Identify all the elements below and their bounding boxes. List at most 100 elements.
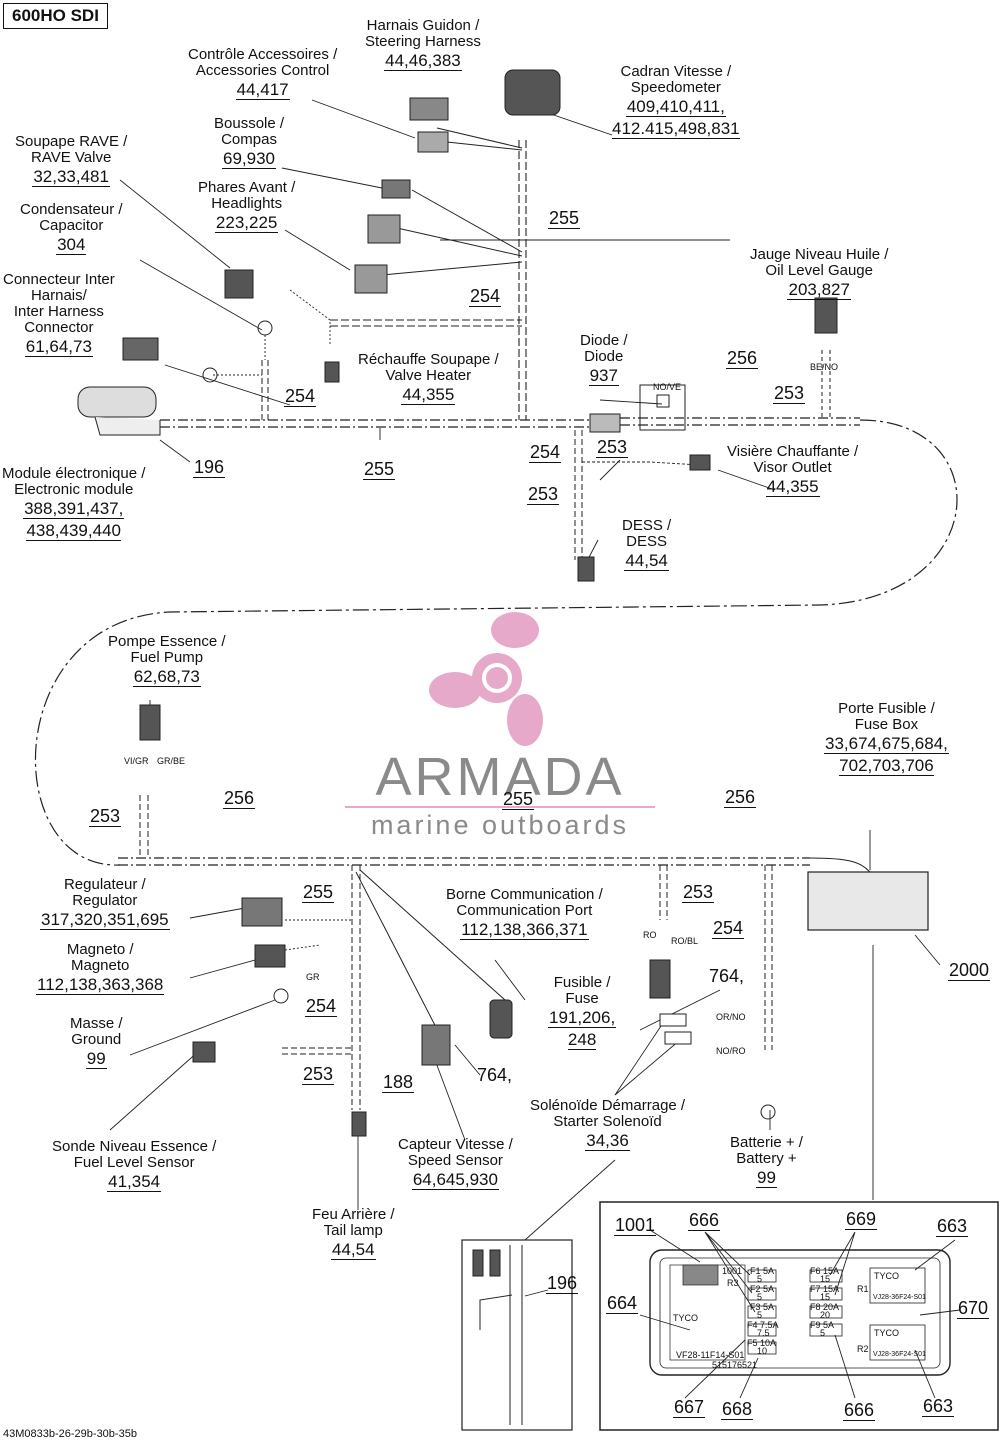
fusebox-part-left: VF28-11F14-S01 — [676, 1350, 745, 1360]
callout-253: 253 — [89, 806, 122, 827]
callout-253: 253 — [596, 437, 629, 458]
callout-255: 255 — [502, 789, 535, 810]
callout-667: 667 — [673, 1397, 706, 1418]
fuse-f2: F2 5A — [750, 1284, 775, 1294]
callout-664: 664 — [606, 1293, 639, 1314]
callout-253: 253 — [302, 1064, 335, 1085]
wire-tag: RO — [643, 930, 657, 940]
fuse-f1: F1 5A — [750, 1266, 775, 1276]
relay-r3: R3 — [727, 1278, 739, 1288]
document-reference: 43M0833b-26-29b-30b-35b — [3, 1428, 137, 1440]
callout-764: 764, — [709, 966, 745, 986]
callout-254: 254 — [529, 442, 562, 463]
brand-name: ARMADA — [375, 747, 625, 807]
fuse-f8: F8 20A — [810, 1302, 840, 1312]
fuse-f6: F6 15A — [810, 1266, 840, 1276]
fuse-value: 5 — [757, 1292, 763, 1302]
callout-253: 253 — [527, 484, 560, 505]
relay-r1: R1 — [857, 1284, 869, 1294]
fuse-value: 5 — [757, 1274, 763, 1284]
fuse-value: 20 — [820, 1310, 831, 1320]
callout-253: 253 — [682, 882, 715, 903]
callout-256: 256 — [726, 348, 759, 369]
callout-255: 255 — [302, 882, 335, 903]
fuse-value: 15 — [820, 1274, 831, 1284]
relay-part: VJ28-36F24-S01 — [873, 1294, 926, 1301]
callout-256: 256 — [724, 787, 757, 808]
fuse-f3: F3 5A — [750, 1302, 775, 1312]
callout-2000: 2000 — [948, 960, 991, 981]
wire-tag: GR/BE — [157, 756, 186, 766]
callout-254: 254 — [469, 286, 502, 307]
callout-196: 196 — [193, 457, 226, 478]
fuse-f4: F4 7.5A — [747, 1320, 779, 1330]
harness-sleeve — [589, 413, 621, 433]
wire-tag: GR — [306, 972, 320, 982]
callout-254: 254 — [284, 386, 317, 407]
callout-255: 255 — [548, 208, 581, 229]
propeller-logo — [429, 612, 543, 746]
wire-tag: RO/BL — [671, 936, 699, 946]
fuse-f5: F5 10A — [747, 1338, 777, 1348]
callout-188: 188 — [382, 1072, 415, 1093]
callout-670: 670 — [957, 1298, 990, 1319]
callout-669: 669 — [845, 1209, 878, 1230]
fuse-value: 5 — [757, 1310, 763, 1320]
wire-tag: NO/VE — [653, 382, 682, 392]
relay-brand-2: TYCO — [874, 1328, 900, 1338]
callout-256: 256 — [223, 788, 256, 809]
fuse-f9: F9 5A — [810, 1320, 835, 1330]
relay-r2: R2 — [857, 1344, 869, 1354]
fuse-value: 5 — [820, 1328, 826, 1338]
label-accessories: Contrôle Accessoires /Accessories Contro… — [188, 46, 338, 100]
label-battery: Batterie + /Battery +99 — [730, 1134, 803, 1188]
callout-254: 254 — [305, 996, 338, 1017]
wire-tag: BE/NO — [810, 362, 839, 372]
fuse-f7: F7 15A — [810, 1284, 840, 1294]
brand-watermark: ARMADA marine outboards — [345, 748, 655, 841]
fusebox-brand: TYCO — [673, 1313, 699, 1323]
callout-253: 253 — [773, 383, 806, 404]
callout-196: 196 — [546, 1273, 579, 1294]
wire-tag: NO/RO — [716, 1046, 746, 1056]
fuse-value: 7.5 — [757, 1328, 770, 1338]
relay-part-2: VJ28-36F24-S01 — [873, 1351, 926, 1358]
callout-254: 254 — [712, 918, 745, 939]
callout-255: 255 — [363, 459, 396, 480]
callout-668: 668 — [721, 1399, 754, 1420]
fusebox-part-number: 515176521 — [712, 1360, 758, 1370]
callout-666: 666 — [843, 1400, 876, 1421]
fusebox-inset-outline — [649, 1249, 951, 1376]
callout-764: 764, — [477, 1065, 513, 1085]
fuse-value: 15 — [820, 1292, 831, 1302]
wire-tag: OR/NO — [716, 1012, 746, 1022]
brand-tagline: marine outboards — [345, 806, 655, 841]
callout-1001: 1001 — [614, 1215, 657, 1236]
model-title: 600HO SDI — [3, 3, 108, 29]
callout-666: 666 — [688, 1210, 721, 1231]
